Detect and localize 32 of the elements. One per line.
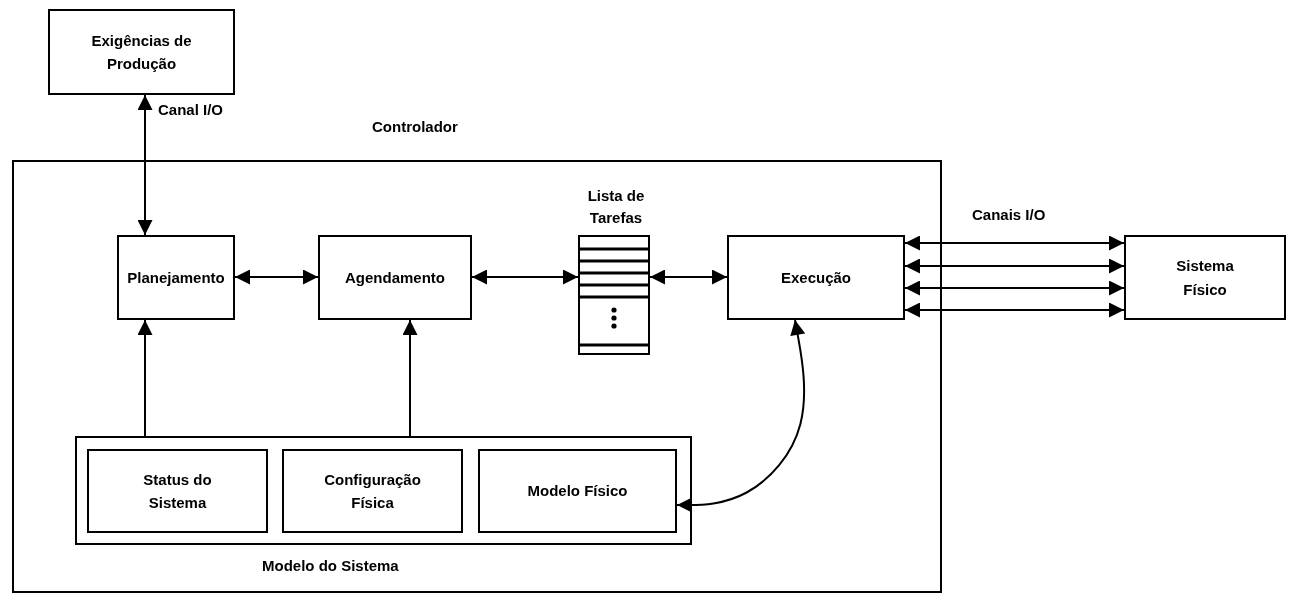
process-box [48, 9, 235, 95]
channel-label: Canais I/O [972, 206, 1046, 223]
arrow [402, 319, 418, 437]
box-label: Planejamento [127, 267, 225, 288]
arrow [904, 280, 1125, 296]
box-label: Agendamento [345, 267, 445, 288]
arrow [676, 319, 806, 513]
process-box [282, 449, 463, 533]
box-label: Modelo Físico [527, 481, 628, 502]
box-label: Exigências de Produção [90, 30, 193, 74]
process-box [727, 235, 905, 320]
process-box [117, 235, 235, 320]
box-label: Status do Sistema [142, 469, 213, 513]
arrow [471, 269, 579, 285]
group-title: Modelo do Sistema [262, 556, 399, 576]
arrow [904, 302, 1125, 318]
group-title: Lista de Tarefas [586, 186, 646, 228]
arrow [904, 235, 1125, 251]
process-box [478, 449, 677, 533]
arrow [137, 319, 153, 437]
box-label: Execução [780, 267, 851, 288]
process-box [318, 235, 472, 320]
arrow [234, 269, 319, 285]
process-box [1124, 235, 1286, 320]
arrow [904, 258, 1125, 274]
arrow [649, 269, 728, 285]
arrow [137, 94, 153, 236]
box-label: Configuração Física [323, 469, 422, 513]
channel-label: Canal I/O [158, 101, 224, 118]
group-title: Controlador [372, 117, 458, 137]
box-label: Sistema Físico [1175, 256, 1235, 300]
process-box [87, 449, 268, 533]
